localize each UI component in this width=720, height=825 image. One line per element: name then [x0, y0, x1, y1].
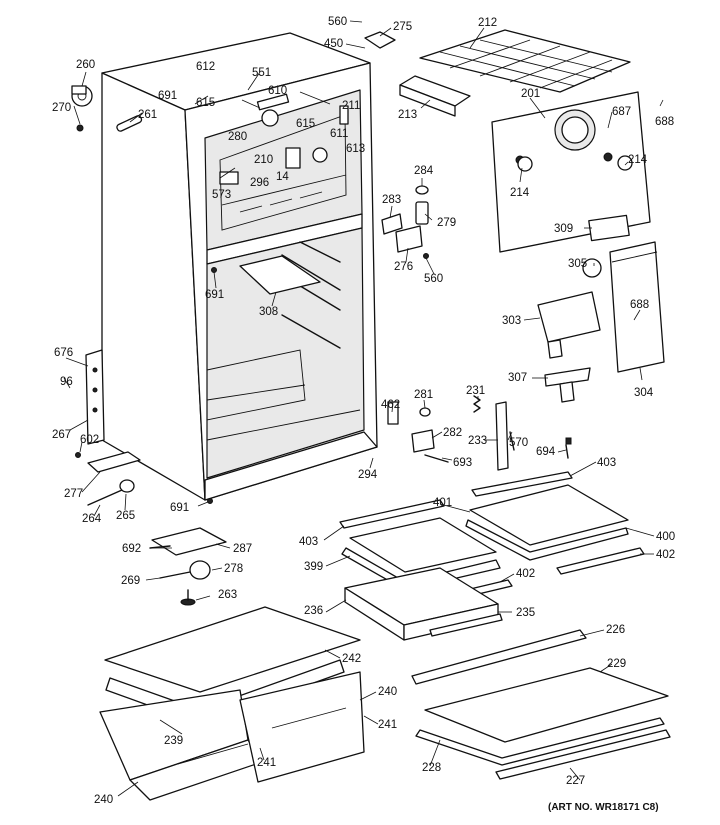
label-462: 462 — [381, 399, 400, 411]
label-210: 210 — [254, 154, 273, 166]
part-labels: 560 275 212 450 260 612 551 691 615 610 … — [52, 16, 675, 813]
label-399: 399 — [304, 561, 323, 573]
label-287: 287 — [233, 543, 252, 555]
label-309: 309 — [554, 223, 573, 235]
label-214-right: 214 — [628, 154, 648, 166]
label-304: 304 — [634, 387, 654, 399]
label-239: 239 — [164, 735, 183, 747]
label-267: 267 — [52, 429, 71, 441]
label-692: 692 — [122, 543, 141, 555]
label-265: 265 — [116, 510, 135, 522]
label-573: 573 — [212, 189, 231, 201]
label-551: 551 — [252, 67, 271, 79]
label-212: 212 — [478, 17, 497, 29]
upper-right-parts — [364, 29, 651, 259]
label-233: 233 — [468, 435, 487, 447]
label-602: 602 — [80, 434, 99, 446]
label-242: 242 — [342, 653, 361, 665]
label-691: 691 — [158, 90, 177, 102]
small-hardware — [387, 395, 572, 471]
label-402-mid: 402 — [516, 568, 535, 580]
label-240-right: 240 — [378, 686, 397, 698]
label-281: 281 — [414, 389, 433, 401]
art-number-caption: (ART NO. WR18171 C8) — [548, 802, 659, 813]
shelf-assemblies — [339, 471, 671, 780]
label-613: 613 — [346, 143, 365, 155]
label-214-left: 214 — [510, 187, 530, 199]
label-227: 227 — [566, 775, 585, 787]
label-687: 687 — [612, 106, 631, 118]
label-691c: 691 — [170, 502, 189, 514]
label-691b: 691 — [205, 289, 224, 301]
label-261: 261 — [138, 109, 157, 121]
label-676: 676 — [54, 347, 73, 359]
label-231: 231 — [466, 385, 485, 397]
label-96: 96 — [60, 376, 73, 388]
label-279: 279 — [437, 217, 456, 229]
label-284: 284 — [414, 165, 434, 177]
label-236: 236 — [304, 605, 323, 617]
label-688: 688 — [655, 116, 674, 128]
label-269: 269 — [121, 575, 140, 587]
label-14: 14 — [276, 171, 289, 183]
label-305: 305 — [568, 258, 587, 270]
label-235: 235 — [516, 607, 535, 619]
label-688b: 688 — [630, 299, 649, 311]
label-450: 450 — [324, 38, 343, 50]
label-401: 401 — [433, 497, 452, 509]
label-229: 229 — [607, 658, 626, 670]
leader-lines — [63, 20, 664, 797]
label-693: 693 — [453, 457, 472, 469]
label-400: 400 — [656, 531, 675, 543]
label-294: 294 — [358, 469, 378, 481]
label-283: 283 — [382, 194, 401, 206]
duct-assembly — [537, 241, 665, 403]
label-260: 260 — [76, 59, 95, 71]
label-296: 296 — [250, 177, 269, 189]
label-403-top: 403 — [597, 457, 616, 469]
label-201: 201 — [521, 88, 540, 100]
label-270: 270 — [52, 102, 71, 114]
label-241-right: 241 — [378, 719, 397, 731]
label-694: 694 — [536, 446, 556, 458]
label-211: 211 — [342, 100, 360, 112]
label-228: 228 — [422, 762, 441, 774]
label-213: 213 — [398, 109, 417, 121]
label-570: 570 — [509, 437, 528, 449]
label-307: 307 — [508, 372, 527, 384]
label-611: 611 — [330, 128, 348, 140]
label-240-left: 240 — [94, 794, 113, 806]
label-615b: 615 — [296, 118, 315, 130]
label-263: 263 — [218, 589, 237, 601]
label-241-left: 241 — [257, 757, 276, 769]
label-612: 612 — [196, 61, 215, 73]
label-403-left: 403 — [299, 536, 318, 548]
label-278: 278 — [224, 563, 243, 575]
cabinet-drawing — [71, 32, 378, 506]
label-264: 264 — [82, 513, 102, 525]
label-615: 615 — [196, 97, 215, 109]
label-610: 610 — [268, 85, 287, 97]
label-560b: 560 — [424, 273, 443, 285]
label-282: 282 — [443, 427, 462, 439]
label-277: 277 — [64, 488, 83, 500]
label-560: 560 — [328, 16, 347, 28]
label-402-right: 402 — [656, 549, 675, 561]
label-276: 276 — [394, 261, 413, 273]
label-303: 303 — [502, 315, 521, 327]
label-280: 280 — [228, 131, 247, 143]
label-226: 226 — [606, 624, 625, 636]
crisper-assembly — [99, 527, 365, 801]
label-308: 308 — [259, 306, 278, 318]
label-275: 275 — [393, 21, 412, 33]
